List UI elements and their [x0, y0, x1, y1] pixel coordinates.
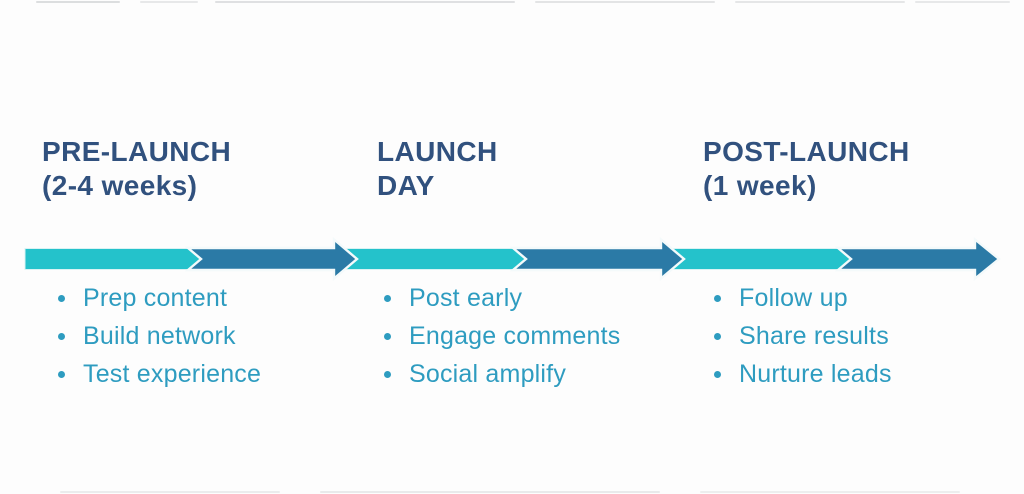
timeline-arrow-segment-3: [834, 236, 1001, 282]
list-item: Nurture leads: [712, 355, 892, 393]
list-item: Build network: [56, 317, 261, 355]
phase-title: LAUNCH: [377, 136, 498, 167]
top-edge-artifact: [0, 0, 1024, 4]
phase-list-post-launch: Follow up Share results Nurture leads: [712, 279, 892, 393]
phase-heading-pre-launch: PRE-LAUNCH (2-4 weeks): [42, 135, 231, 203]
phase-list-launch-day: Post early Engage comments Social amplif…: [382, 279, 620, 393]
phase-title: PRE-LAUNCH: [42, 136, 232, 167]
list-item: Post early: [382, 279, 620, 317]
phase-heading-launch-day: LAUNCH DAY: [377, 135, 498, 203]
list-item: Social amplify: [382, 355, 620, 393]
bottom-edge-artifact: [0, 490, 1024, 494]
phase-duration: (2-4 weeks): [42, 170, 198, 201]
list-item: Engage comments: [382, 317, 620, 355]
list-item: Share results: [712, 317, 892, 355]
list-item: Follow up: [712, 279, 892, 317]
timeline-teal-bar: [24, 248, 968, 270]
list-item: Test experience: [56, 355, 261, 393]
phase-duration: DAY: [377, 170, 435, 201]
phase-duration: (1 week): [703, 170, 817, 201]
timeline-arrow-segment-1: [184, 236, 359, 282]
timeline-arrow-segment-2: [509, 236, 686, 282]
list-item: Prep content: [56, 279, 261, 317]
timeline-arrow-band: [24, 236, 1001, 282]
phase-list-pre-launch: Prep content Build network Test experien…: [56, 279, 261, 393]
phase-heading-post-launch: POST-LAUNCH (1 week): [703, 135, 910, 203]
phase-title: POST-LAUNCH: [703, 136, 910, 167]
